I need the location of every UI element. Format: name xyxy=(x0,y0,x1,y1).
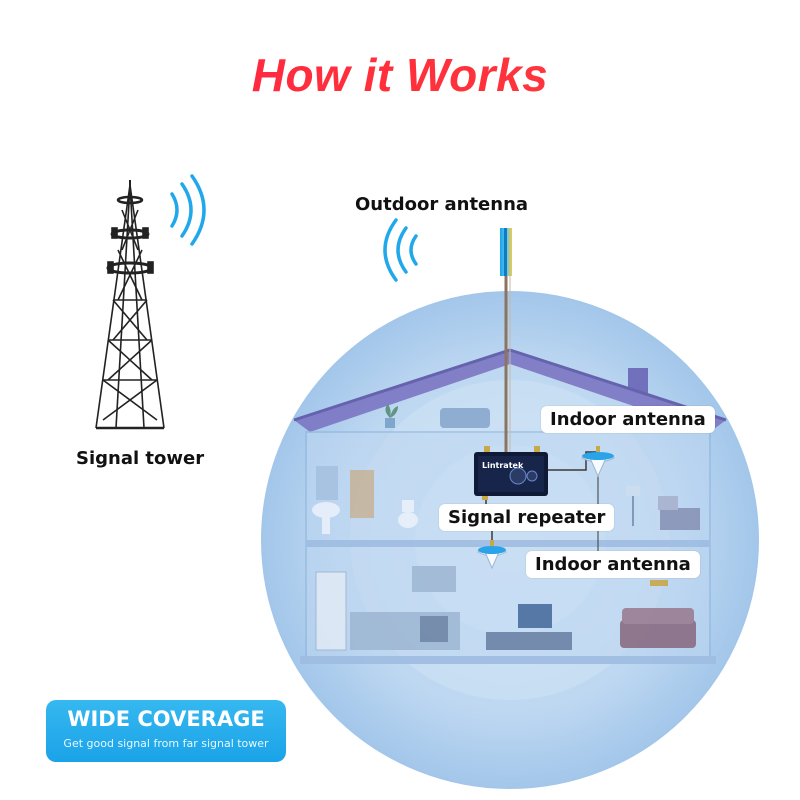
wide-coverage-title: WIDE COVERAGE xyxy=(67,707,265,731)
house-illustration xyxy=(293,348,727,664)
signal-repeater-label: Signal repeater xyxy=(439,504,615,531)
signal-tower-icon xyxy=(95,180,165,430)
indoor-antenna-top-label: Indoor antenna xyxy=(541,406,715,433)
outdoor-signal-waves-icon xyxy=(383,218,418,282)
wide-coverage-subtitle: Get good signal from far signal tower xyxy=(63,737,269,750)
outdoor-antenna-icon xyxy=(500,228,512,276)
signal-tower-label: Signal tower xyxy=(76,448,205,469)
signal-repeater-icon xyxy=(474,446,548,500)
wide-coverage-badge: WIDE COVERAGE Get good signal from far s… xyxy=(46,700,286,762)
indoor-antenna-top-icon xyxy=(580,446,616,478)
indoor-antenna-bottom-label: Indoor antenna xyxy=(526,551,700,578)
tower-signal-waves-icon xyxy=(170,174,206,246)
repeater-brand-text: Lintratek xyxy=(482,461,524,470)
indoor-antenna-bottom-icon xyxy=(477,540,507,570)
outdoor-antenna-label: Outdoor antenna xyxy=(355,194,529,215)
page-title: How it Works xyxy=(0,48,800,102)
